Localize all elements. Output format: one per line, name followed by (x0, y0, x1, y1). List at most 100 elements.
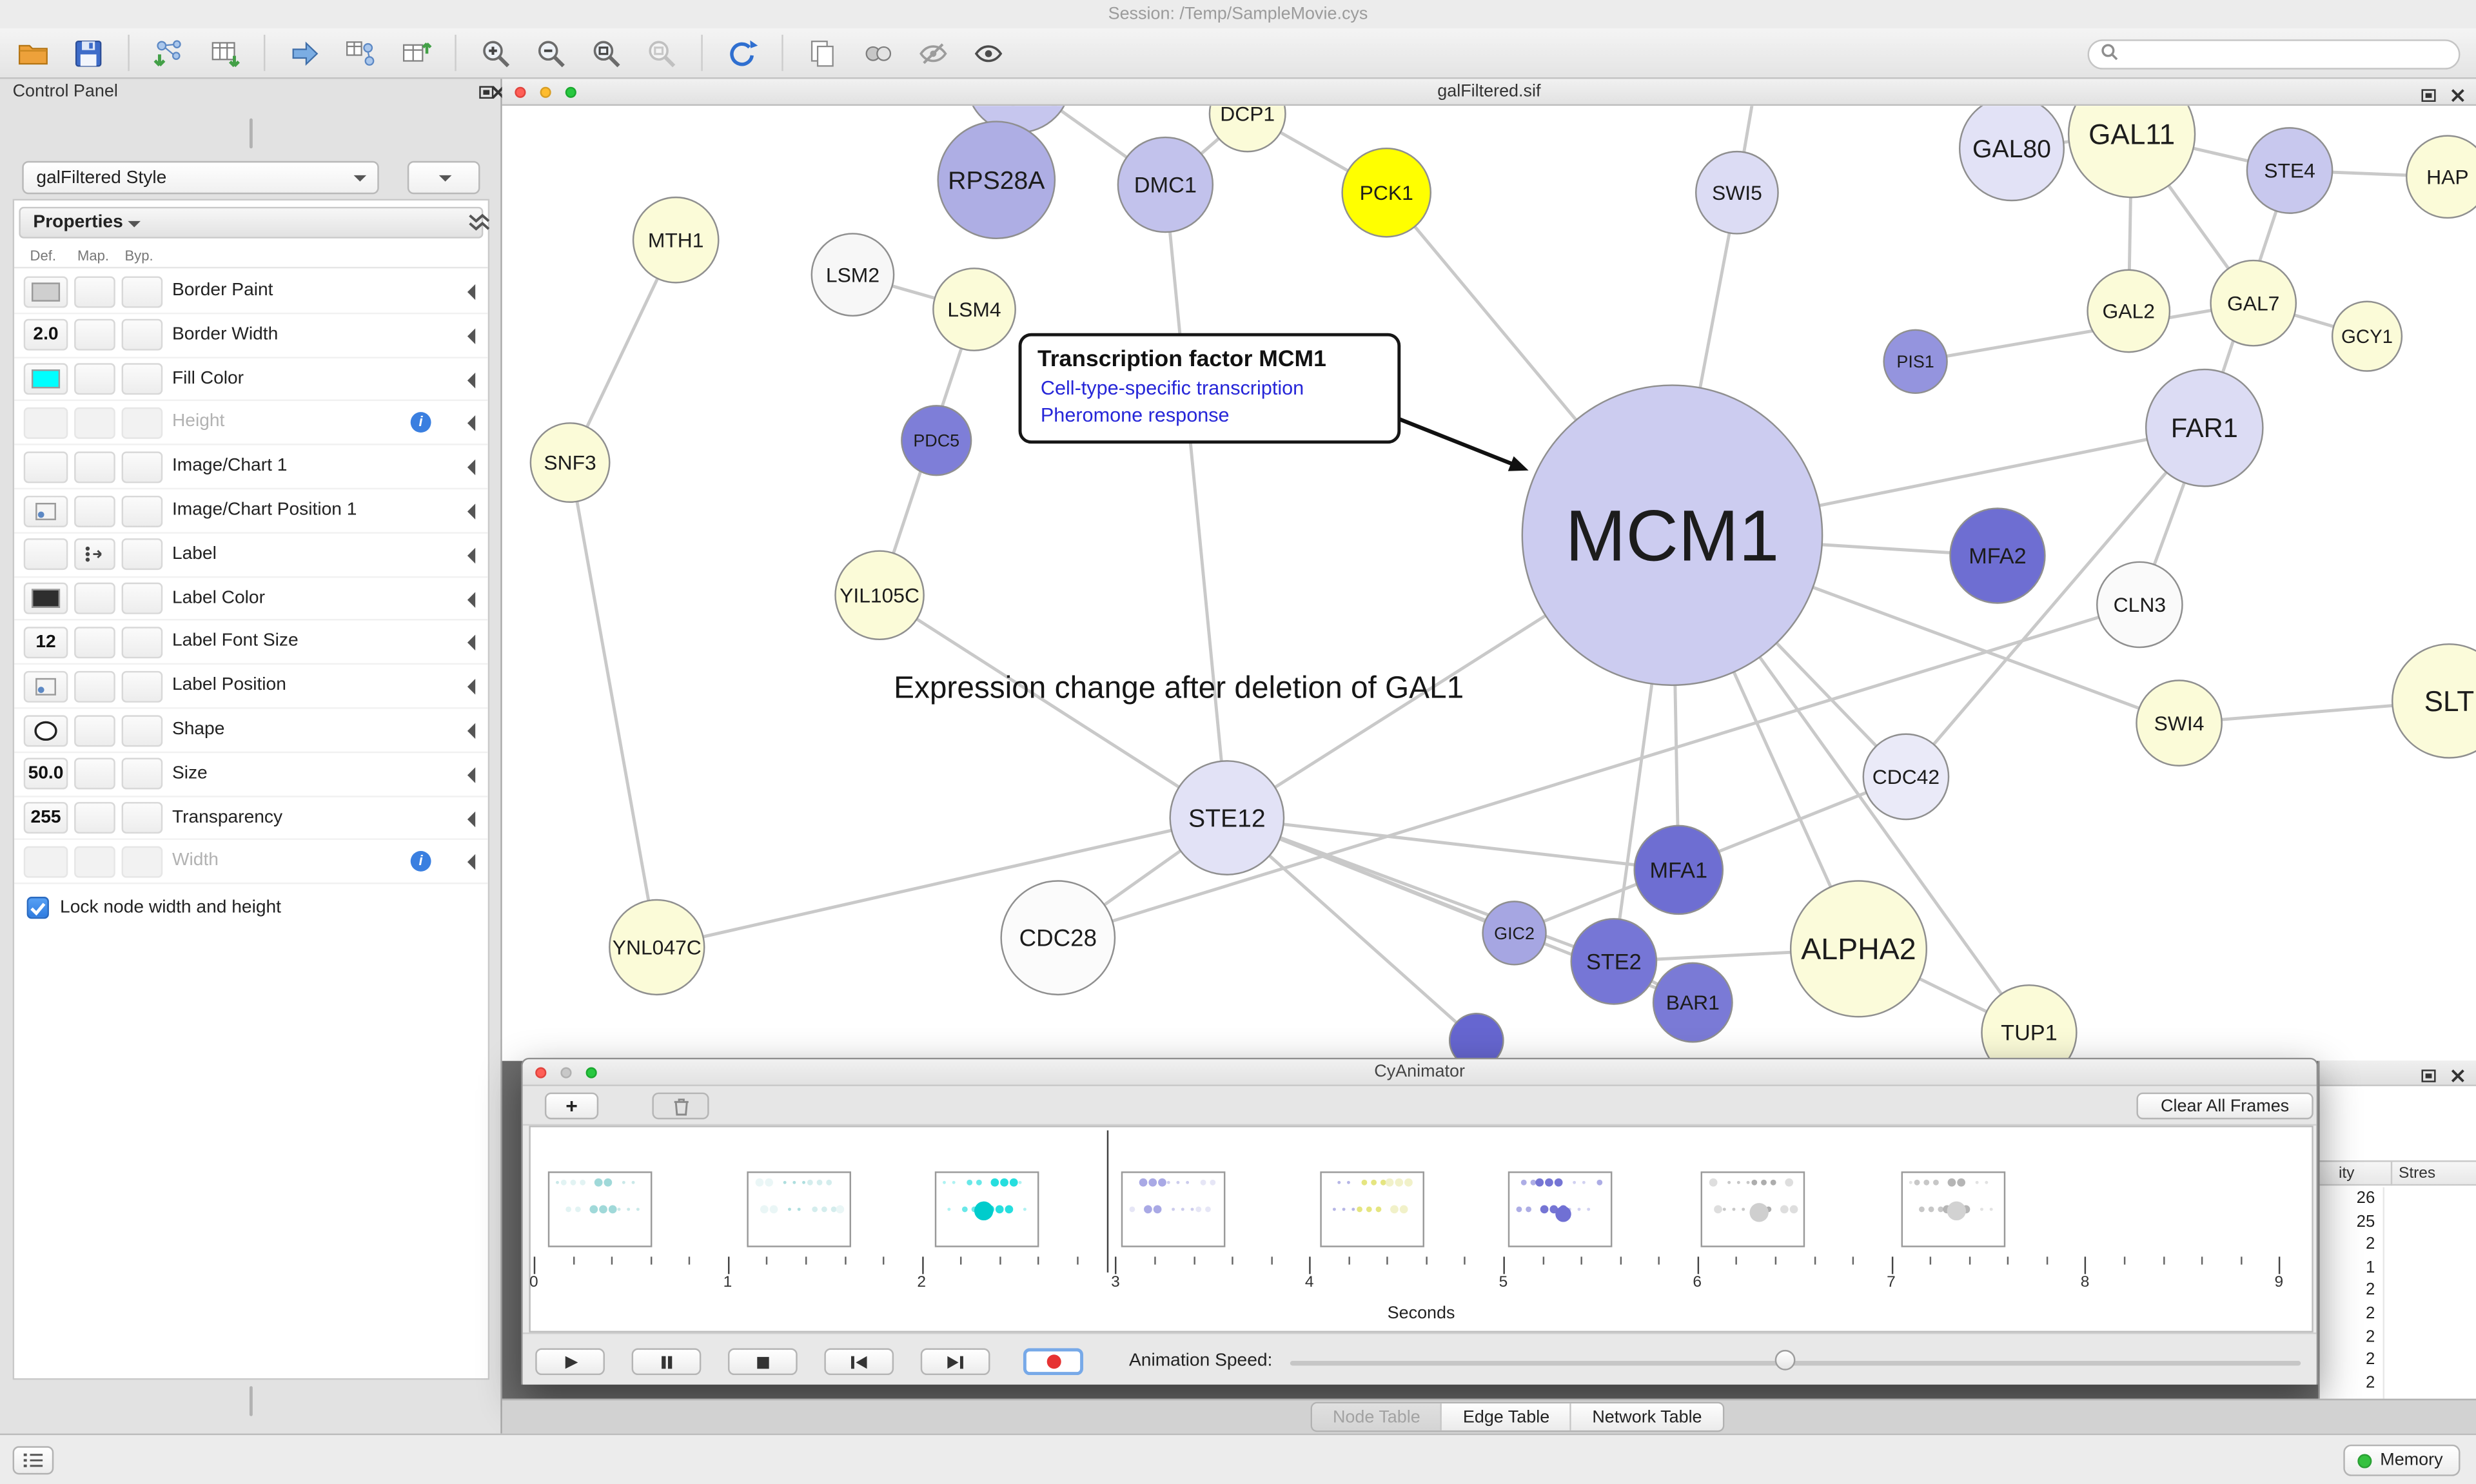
bypass-cell[interactable] (121, 670, 163, 703)
zoom-selected-icon[interactable] (641, 32, 682, 73)
import-table-icon[interactable] (204, 32, 245, 73)
snapshot-icon[interactable] (802, 32, 843, 73)
mapping-cell[interactable] (74, 494, 115, 527)
node-CDC42[interactable] (1862, 733, 1950, 821)
node-PDC5[interactable] (901, 405, 972, 476)
default-value-cell[interactable] (23, 407, 68, 439)
lock-size-checkbox[interactable] (26, 897, 49, 919)
collapse-arrow-icon[interactable] (467, 810, 476, 827)
node-GAL11[interactable] (2067, 106, 2196, 199)
export-network-icon[interactable] (284, 32, 326, 73)
style-options-button[interactable] (407, 161, 480, 195)
table-row[interactable]: 2 (2365, 1303, 2375, 1323)
delete-frame-button[interactable] (652, 1092, 709, 1120)
node-LSM4[interactable] (932, 268, 1016, 351)
table-row[interactable]: 2 (2365, 1350, 2375, 1369)
edge-YIL105C-STE12[interactable] (878, 594, 1228, 819)
play-button[interactable] (535, 1348, 605, 1376)
edge-PIS1-GAL7[interactable] (1915, 301, 2254, 364)
mapping-cell[interactable] (74, 670, 115, 703)
zoom-out-icon[interactable] (531, 32, 572, 73)
node-CDC28[interactable] (1000, 880, 1116, 996)
collapse-arrow-icon[interactable] (467, 503, 476, 520)
node-FAR1[interactable] (2145, 368, 2264, 487)
bypass-cell[interactable] (121, 846, 163, 878)
table-column-headers[interactable]: ity Stres (2319, 1160, 2476, 1186)
mapping-cell[interactable] (74, 363, 115, 395)
style-combo[interactable]: galFiltered Style (22, 161, 379, 195)
bypass-cell[interactable] (121, 319, 163, 351)
refresh-icon[interactable] (722, 32, 763, 73)
mapping-cell[interactable] (74, 758, 115, 790)
node-MFA2[interactable] (1949, 507, 2046, 604)
mapping-cell[interactable] (74, 407, 115, 439)
frame-thumbnail-2[interactable] (747, 1171, 852, 1247)
save-session-icon[interactable] (68, 32, 109, 73)
minimize-traffic-icon[interactable] (540, 86, 551, 98)
collapse-arrow-icon[interactable] (467, 679, 476, 696)
node-GIC2[interactable] (1482, 901, 1547, 966)
frame-thumbnail-8[interactable] (1901, 1171, 2006, 1247)
frame-thumbnail-6[interactable] (1508, 1171, 1613, 1247)
cp-tab-network[interactable]: Network (250, 1388, 251, 1407)
default-value-cell[interactable] (23, 670, 68, 703)
bypass-cell[interactable] (121, 451, 163, 483)
collapse-arrow-icon[interactable] (467, 327, 476, 344)
zoom-traffic-icon[interactable] (565, 86, 576, 98)
node-MTH1[interactable] (632, 196, 720, 284)
node-TUP1[interactable] (1981, 984, 2078, 1061)
frame-thumbnail-4[interactable] (1121, 1171, 1226, 1247)
node-HAP[interactable] (2406, 135, 2476, 219)
edge-STE12-YNL047C[interactable] (656, 816, 1228, 949)
speed-slider-track[interactable] (1290, 1361, 2301, 1366)
node-DMC1[interactable] (1117, 136, 1214, 233)
mapping-cell[interactable] (74, 538, 115, 571)
cyanimator-titlebar[interactable]: CyAnimator (522, 1059, 2317, 1086)
edge-FAR1-CDC42[interactable] (1905, 427, 2206, 778)
default-value-cell[interactable]: 12 (23, 626, 68, 658)
node-SWI4[interactable] (2136, 679, 2223, 766)
search-box[interactable] (2087, 39, 2461, 70)
collapse-arrow-icon[interactable] (467, 766, 476, 783)
frame-thumbnail-1[interactable] (547, 1171, 653, 1247)
mapping-cell[interactable] (74, 714, 115, 747)
table-row[interactable]: 2 (2365, 1327, 2375, 1346)
default-value-cell[interactable] (23, 538, 68, 571)
node-ALPHA2[interactable] (1789, 880, 1927, 1018)
node-SLT[interactable] (2392, 643, 2476, 759)
close-traffic-icon[interactable] (515, 86, 526, 98)
bypass-cell[interactable] (121, 363, 163, 395)
default-value-cell[interactable] (23, 451, 68, 483)
open-session-icon[interactable] (13, 32, 54, 73)
pause-button[interactable] (631, 1348, 702, 1376)
default-value-cell[interactable] (23, 714, 68, 747)
default-value-cell[interactable]: 2.0 (23, 319, 68, 351)
tab-network[interactable]: Network (250, 120, 251, 139)
node-GAL7[interactable] (2210, 259, 2297, 347)
default-value-cell[interactable]: 50.0 (23, 758, 68, 790)
table-row[interactable]: 2 (2365, 1373, 2375, 1392)
close-window-icon[interactable] (2451, 1066, 2465, 1088)
mapping-cell[interactable] (74, 582, 115, 614)
collapse-arrow-icon[interactable] (467, 371, 476, 388)
table-tab-network-table[interactable]: Network Table (1571, 1403, 1723, 1430)
bypass-cell[interactable] (121, 494, 163, 527)
stop-button[interactable] (727, 1348, 798, 1376)
node-MCM1[interactable] (1521, 384, 1823, 687)
collapse-arrow-icon[interactable] (467, 416, 476, 432)
record-button[interactable] (1023, 1348, 1084, 1376)
table-row[interactable]: 25 (2356, 1211, 2375, 1231)
export-table-icon[interactable] (395, 32, 436, 73)
collapse-arrow-icon[interactable] (467, 591, 476, 607)
bypass-cell[interactable] (121, 714, 163, 747)
bypass-cell[interactable] (121, 802, 163, 834)
default-value-cell[interactable] (23, 846, 68, 878)
float-window-icon[interactable] (2421, 85, 2436, 110)
cp-tab-node[interactable]: Node (250, 1388, 251, 1407)
default-value-cell[interactable] (23, 363, 68, 395)
collapse-arrow-icon[interactable] (467, 723, 476, 739)
tab-style[interactable]: Style (250, 120, 251, 139)
default-value-cell[interactable] (23, 582, 68, 614)
table-tab-edge-table[interactable]: Edge Table (1442, 1403, 1572, 1430)
